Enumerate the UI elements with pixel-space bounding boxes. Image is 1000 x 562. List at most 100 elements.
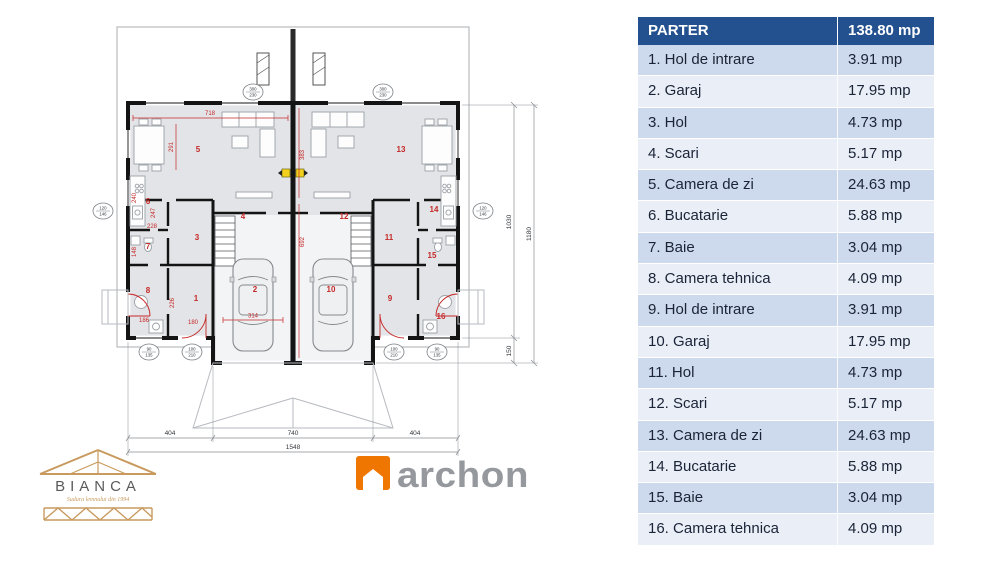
table-title: PARTER (638, 17, 838, 45)
dim-404-right: 404 (410, 430, 421, 437)
room-label: 8. Camera tehnica (638, 264, 838, 295)
table-header-row: PARTER 138.80 mp (638, 17, 934, 45)
room-number-13: 13 (397, 145, 406, 154)
svg-text:135: 135 (433, 353, 441, 358)
room-number-15: 15 (428, 251, 437, 260)
dim-1030: 1030 (506, 214, 513, 229)
room-area: 24.63 mp (848, 426, 911, 444)
table-row: 11. Hol 4.73 mp (638, 357, 934, 390)
room-label: 5. Camera de zi (638, 170, 838, 201)
dim-240: 240 (132, 192, 138, 203)
room-label: 14. Bucatarie (638, 451, 838, 483)
room-label: 10. Garaj (638, 326, 838, 357)
interior-walls (128, 198, 458, 363)
room-label: 16. Camera tehnica (638, 514, 838, 545)
table-row: 14. Bucatarie 5.88 mp (638, 451, 934, 484)
section-marker-icon (278, 168, 308, 178)
svg-text:300: 300 (249, 87, 257, 92)
archon-house-icon (363, 469, 383, 490)
room-area: 4.73 mp (848, 113, 903, 131)
room-label: 4. Scari (638, 138, 838, 170)
svg-text:146: 146 (99, 212, 107, 217)
table-row: 8. Camera tehnica 4.09 mp (638, 264, 934, 296)
svg-text:230: 230 (379, 93, 387, 98)
room-label: 2. Garaj (638, 76, 838, 107)
room-number-1: 1 (194, 294, 199, 303)
svg-text:135: 135 (145, 353, 153, 358)
room-number-10: 10 (327, 285, 336, 294)
room-number-8: 8 (146, 286, 151, 295)
dim-383: 383 (300, 149, 306, 160)
svg-text:120: 120 (99, 206, 107, 211)
svg-text:100: 100 (390, 347, 398, 352)
room-label: 11. Hol (638, 357, 838, 389)
dim-314: 314 (248, 314, 259, 320)
room-number-2: 2 (253, 285, 258, 294)
dim-404-left: 404 (165, 430, 176, 437)
room-area: 24.63 mp (848, 176, 911, 194)
svg-text:146: 146 (479, 212, 487, 217)
window-markers: 300 230 300 230 120 146 120 146 90 135 (92, 83, 494, 361)
table-row: 3. Hol 4.73 mp (638, 107, 934, 139)
dim-692: 692 (300, 236, 306, 247)
svg-text:210: 210 (390, 353, 398, 358)
dim-186: 186 (139, 318, 150, 324)
dim-180: 180 (188, 320, 199, 326)
table-row: 15. Baie 3.04 mp (638, 483, 934, 515)
room-label: 3. Hol (638, 107, 838, 138)
room-area: 3.91 mp (848, 51, 903, 68)
red-dim-lines (132, 108, 300, 358)
table-row: 4. Scari 5.17 mp (638, 138, 934, 171)
room-area: 4.09 mp (848, 270, 903, 288)
svg-text:300: 300 (379, 87, 387, 92)
room-area: 5.17 mp (848, 144, 903, 162)
archon-logo: archon (356, 454, 529, 495)
room-area: 3.04 mp (848, 489, 903, 507)
chimney-icon (256, 52, 326, 86)
room-number-5: 5 (196, 145, 201, 154)
room-number-6: 6 (146, 197, 151, 206)
room-number-11: 11 (385, 233, 394, 242)
table-row: 5. Camera de zi 24.63 mp (638, 170, 934, 202)
dimension-lines (125, 101, 538, 456)
room-label: 6. Bucatarie (638, 201, 838, 232)
side-porch (101, 289, 485, 325)
room-area: 3.91 mp (848, 301, 903, 319)
room-number-4: 4 (241, 212, 246, 221)
table-row: 16. Camera tehnica 4.09 mp (638, 514, 934, 546)
dim-740: 740 (288, 430, 299, 437)
dim-247: 247 (151, 207, 157, 218)
stairs (214, 215, 372, 267)
dim-291: 291 (169, 141, 175, 152)
room-label: 12. Scari (638, 389, 838, 420)
dim-228: 228 (147, 224, 158, 230)
driveway (192, 362, 394, 429)
room-label: 7. Baie (638, 232, 838, 264)
svg-text:100: 100 (188, 347, 196, 352)
party-wall-roof (290, 29, 296, 103)
room-area: 17.95 mp (848, 332, 911, 350)
dim-1548: 1548 (286, 444, 301, 451)
door-arcs (127, 293, 459, 339)
room-number-14: 14 (430, 205, 439, 214)
room-area: 4.09 mp (848, 520, 903, 538)
dim-1180: 1180 (526, 227, 533, 241)
bianca-wordmark: BIANCA (55, 478, 141, 495)
room-number-3: 3 (195, 233, 200, 242)
dim-718: 718 (205, 111, 216, 117)
room-area: 4.73 mp (848, 363, 903, 381)
room-number-9: 9 (388, 294, 393, 303)
room-number-12: 12 (340, 212, 349, 221)
svg-text:90: 90 (435, 347, 440, 352)
room-label: 15. Baie (638, 483, 838, 514)
room-area: 5.88 mp (848, 457, 903, 475)
dim-148: 148 (132, 246, 138, 257)
